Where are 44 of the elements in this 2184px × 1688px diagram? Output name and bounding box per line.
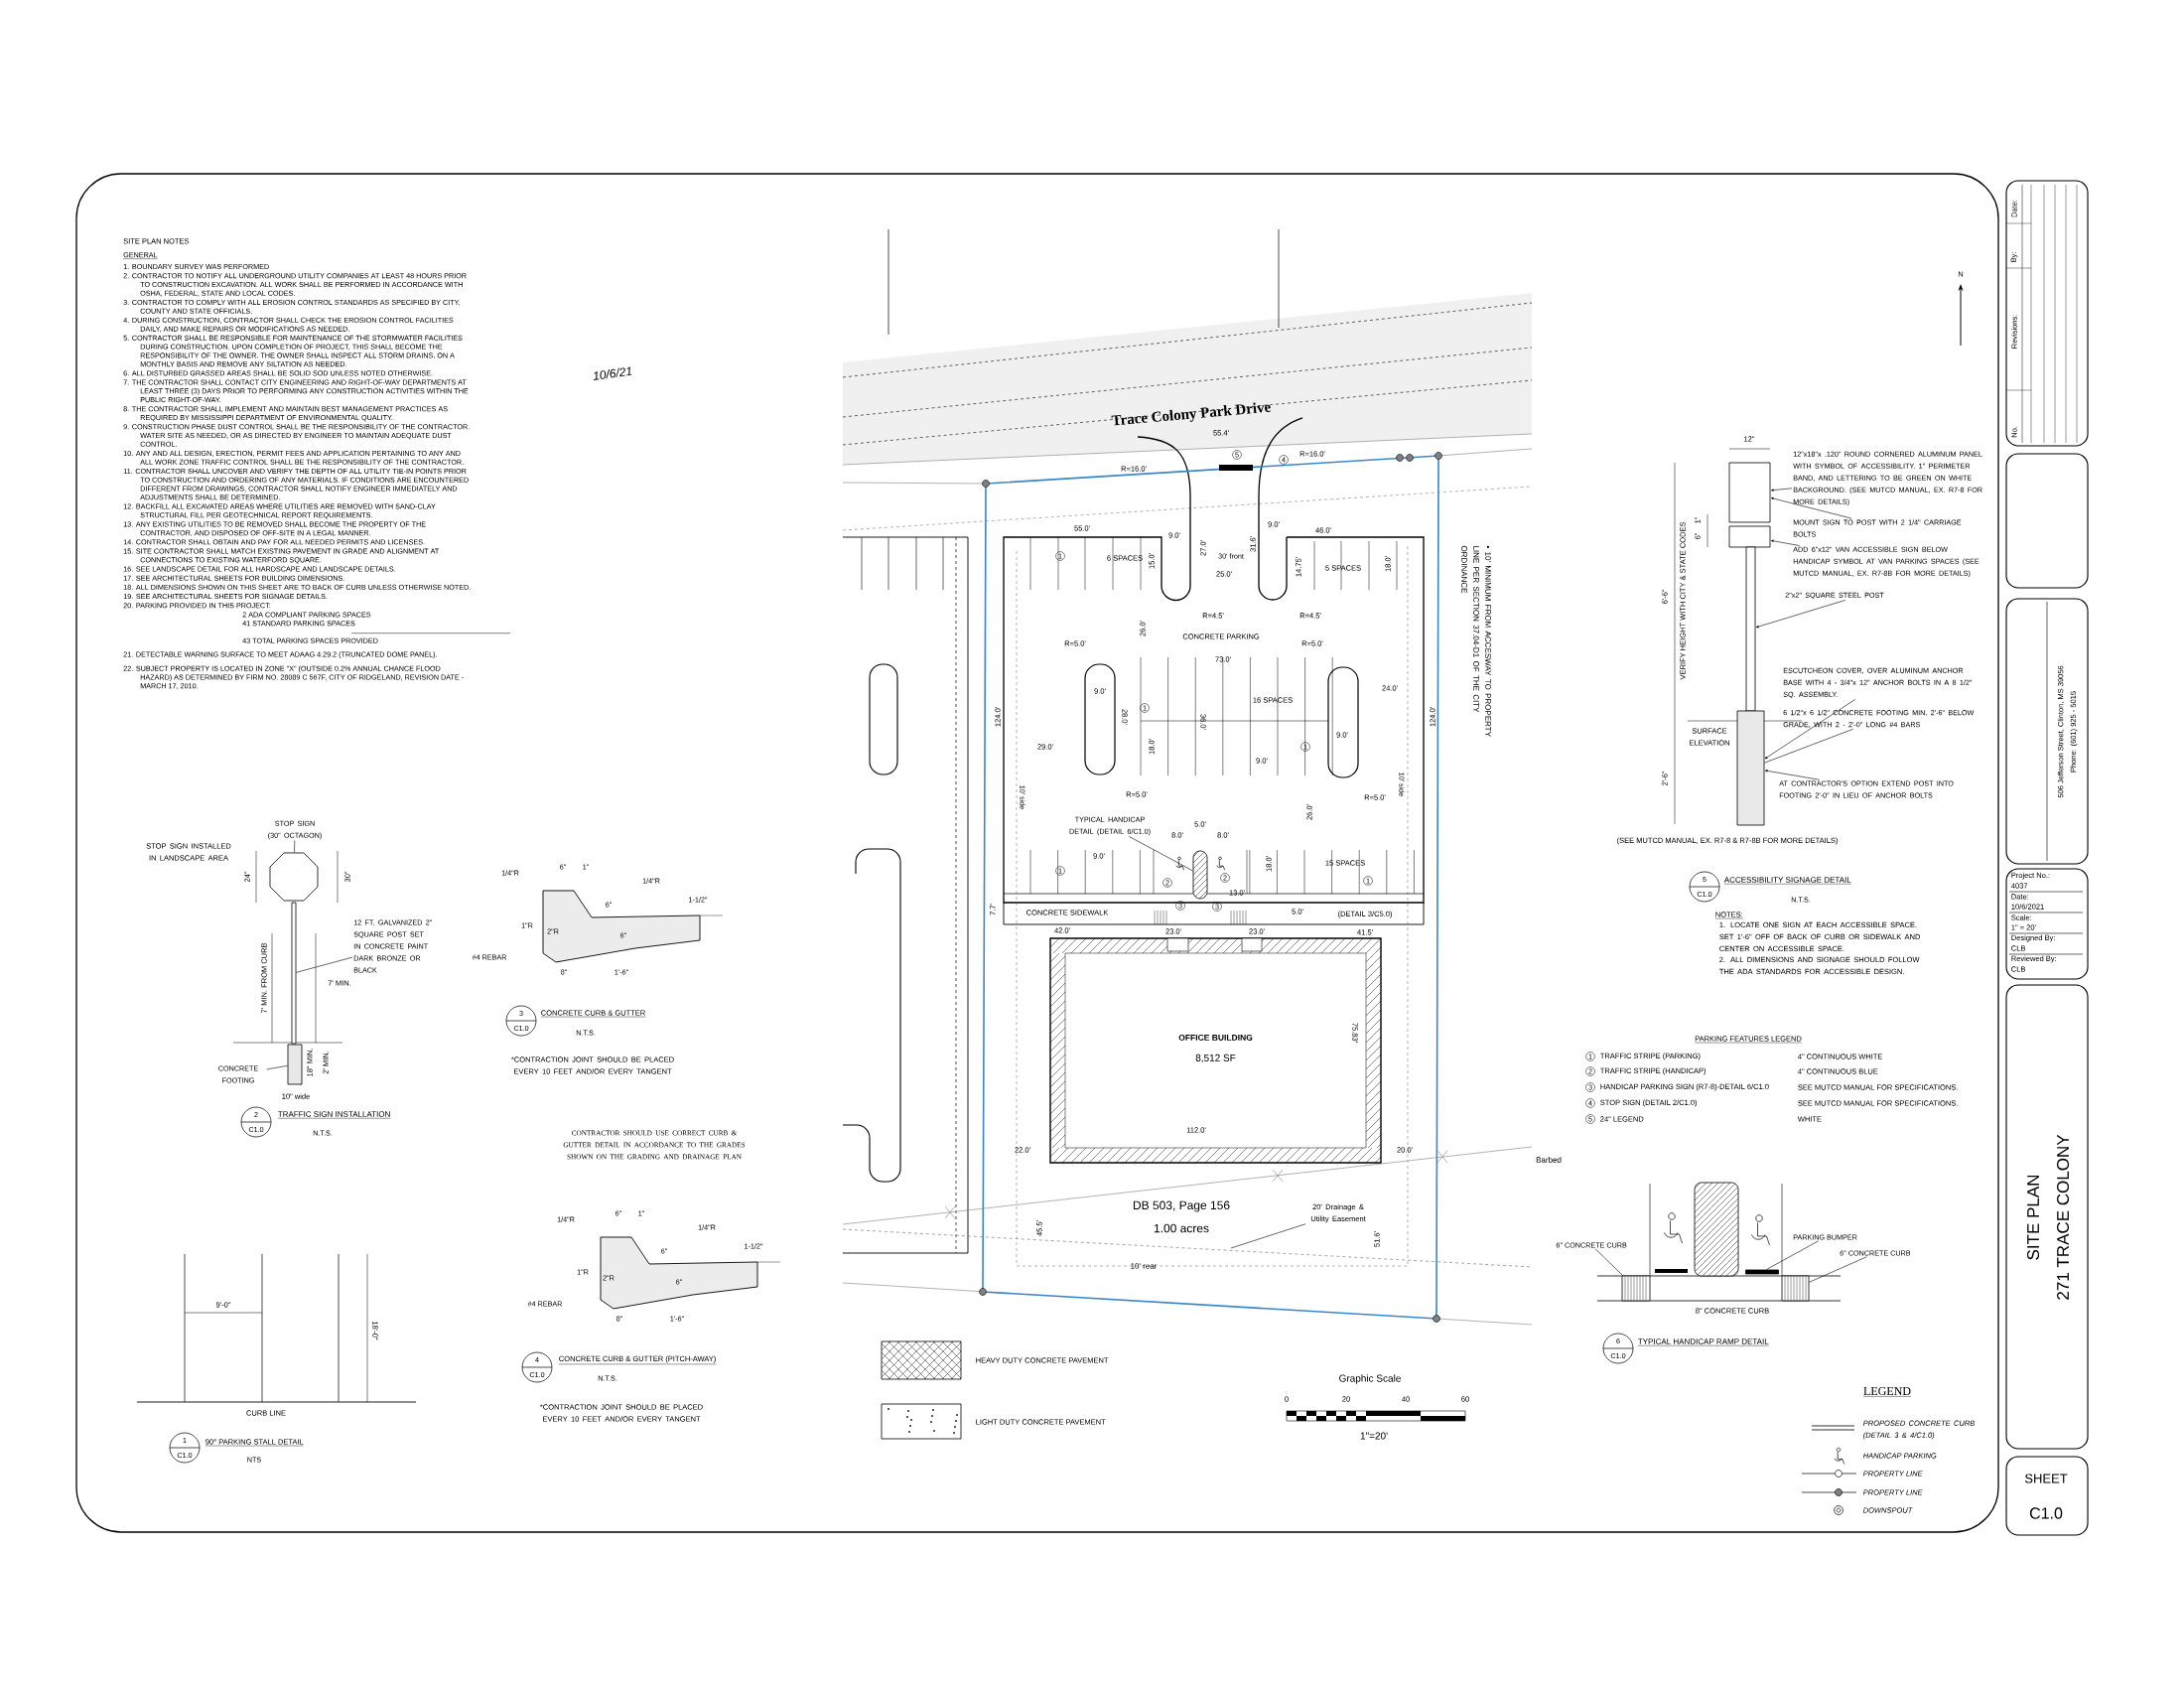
sheet-title: 271 TRACE COLONY <box>2057 1134 2070 1300</box>
leader-line <box>1766 1240 1820 1270</box>
concrete-footing <box>287 1044 303 1085</box>
fence-label: Barbed <box>1536 1157 1562 1163</box>
leader-line <box>1764 699 1856 760</box>
leader-line <box>1809 1256 1867 1283</box>
leader-line <box>266 1065 288 1070</box>
leader-line <box>1770 539 1800 546</box>
leader-line <box>296 956 353 973</box>
sheet-title: SITE PLAN <box>2027 1175 2040 1260</box>
hatched-island <box>1694 1182 1739 1277</box>
detail-title: TRAFFIC SIGN INSTALLATION <box>277 1111 391 1119</box>
parking-bumper <box>1745 1269 1779 1275</box>
hatched-island <box>1192 850 1208 900</box>
street-name: Trace Colony Park Drive <box>1111 402 1271 426</box>
leader-line <box>1770 488 1793 492</box>
scale-label: 1"=20' <box>1360 1432 1388 1440</box>
leader-line <box>1770 496 1852 519</box>
leader-line <box>1764 728 1853 764</box>
parcel-label: DB 503, Page 156 <box>1133 1200 1230 1212</box>
sign-post <box>291 902 297 1045</box>
sign-panel <box>1728 462 1771 523</box>
legend-title: LEGEND <box>1862 1386 1912 1397</box>
leader-line <box>1129 836 1193 872</box>
leader-line <box>1764 770 1820 780</box>
parcel-label: 1.00 acres <box>1154 1223 1209 1233</box>
scale-title: Graphic Scale <box>1339 1374 1401 1384</box>
curb-ramp <box>1621 1275 1651 1302</box>
van-sign-panel <box>1728 525 1771 548</box>
sign-post <box>1745 546 1756 712</box>
setback-label: 10' rear <box>1131 1263 1158 1269</box>
ordinance-note: • 10' MINIMUM FROM ACCESWAY TO PROPERTY LINE PER SECTION 37.04-D1 OF THE CITY ORDINANCE <box>1461 545 1491 737</box>
concrete-footing <box>1736 710 1765 826</box>
curb-ramp <box>1781 1275 1810 1302</box>
detail-title: ACCESSIBILITY SIGNAGE DETAIL <box>1723 877 1851 885</box>
leader-line <box>1594 1248 1623 1276</box>
sheet-number: C1.0 <box>2029 1507 2063 1519</box>
leader-line <box>294 840 296 853</box>
leader-line <box>1755 600 1846 629</box>
detail-title: TYPICAL HANDICAP RAMP DETAIL <box>1637 1338 1769 1346</box>
sheet-label: SHEET <box>2024 1474 2068 1483</box>
handwritten-date: 10/6/21 <box>594 366 632 380</box>
stop-sign <box>269 852 319 902</box>
leader-line <box>1230 1223 1306 1249</box>
